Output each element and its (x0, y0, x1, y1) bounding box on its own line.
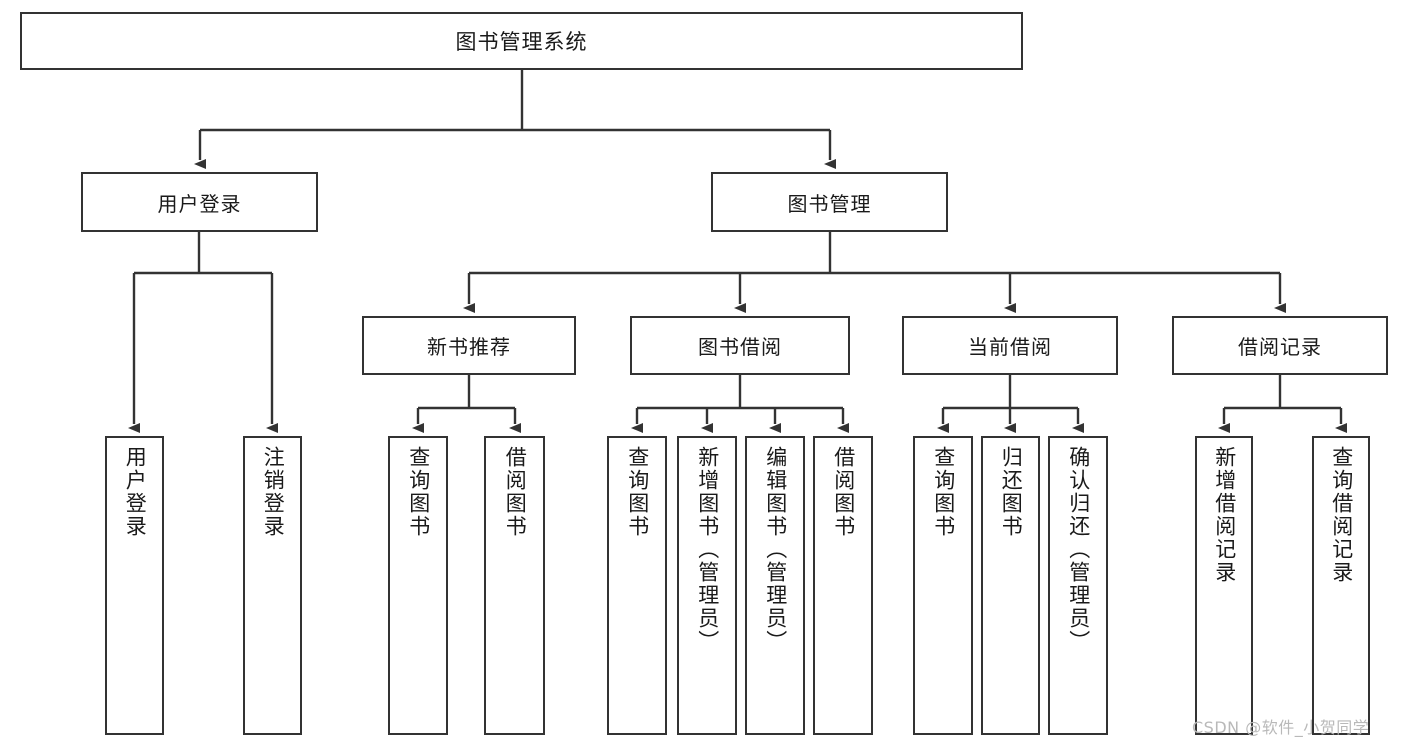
leaf-node-logout[interactable]: 注销登录 (243, 436, 302, 735)
leaf-node-add-record[interactable]: 新增借阅记录 (1195, 436, 1253, 735)
node-book-manage[interactable]: 图书管理 (711, 172, 948, 232)
node-current-borrow[interactable]: 当前借阅 (902, 316, 1118, 375)
leaf-node-borrow-book-2[interactable]: 借阅图书 (813, 436, 873, 735)
leaf-node-label: 归还图书 (999, 446, 1024, 538)
leaf-node-add-book[interactable]: 新增图书（管理员） (677, 436, 737, 735)
node-new-book-recommend-label: 新书推荐 (427, 335, 511, 359)
node-user-login[interactable]: 用户登录 (81, 172, 318, 232)
node-book-manage-label: 图书管理 (787, 191, 872, 216)
leaf-node-label: 查询借阅记录 (1329, 446, 1354, 584)
csdn-watermark: CSDN @软件_小贺同学 (1192, 718, 1370, 737)
leaf-node-user-login[interactable]: 用户登录 (105, 436, 164, 735)
node-book-borrow[interactable]: 图书借阅 (630, 316, 850, 375)
leaf-node-query-record[interactable]: 查询借阅记录 (1312, 436, 1370, 735)
leaf-node-label: 查询图书 (625, 446, 650, 538)
node-borrow-record[interactable]: 借阅记录 (1172, 316, 1388, 375)
leaf-node-label: 用户登录 (123, 446, 148, 538)
node-borrow-record-label: 借阅记录 (1238, 335, 1322, 359)
leaf-node-label: 注销登录 (261, 446, 286, 538)
leaf-node-return-book[interactable]: 归还图书 (981, 436, 1040, 735)
leaf-node-label: 新增借阅记录 (1212, 446, 1237, 584)
node-user-login-label: 用户登录 (157, 191, 242, 216)
leaf-node-query-book-3[interactable]: 查询图书 (913, 436, 973, 735)
root-node-book-management-system[interactable]: 图书管理系统 (20, 12, 1023, 70)
node-new-book-recommend[interactable]: 新书推荐 (362, 316, 576, 375)
leaf-node-label: 查询图书 (931, 446, 956, 538)
node-book-borrow-label: 图书借阅 (698, 335, 782, 359)
leaf-node-confirm-return[interactable]: 确认归还（管理员） (1048, 436, 1108, 735)
leaf-node-edit-book[interactable]: 编辑图书（管理员） (745, 436, 805, 735)
leaf-node-label: 借阅图书 (503, 446, 528, 538)
leaf-node-query-book-1[interactable]: 查询图书 (388, 436, 448, 735)
leaf-node-label: 查询图书 (406, 446, 431, 538)
leaf-node-borrow-book-1[interactable]: 借阅图书 (484, 436, 545, 735)
node-current-borrow-label: 当前借阅 (968, 335, 1052, 359)
leaf-node-label: 确认归还（管理员） (1066, 446, 1091, 653)
leaf-node-label: 新增图书（管理员） (695, 446, 720, 653)
leaf-node-label: 编辑图书（管理员） (763, 446, 788, 653)
root-node-label: 图书管理系统 (455, 30, 588, 54)
leaf-node-query-book-2[interactable]: 查询图书 (607, 436, 667, 735)
leaf-node-label: 借阅图书 (831, 446, 856, 538)
